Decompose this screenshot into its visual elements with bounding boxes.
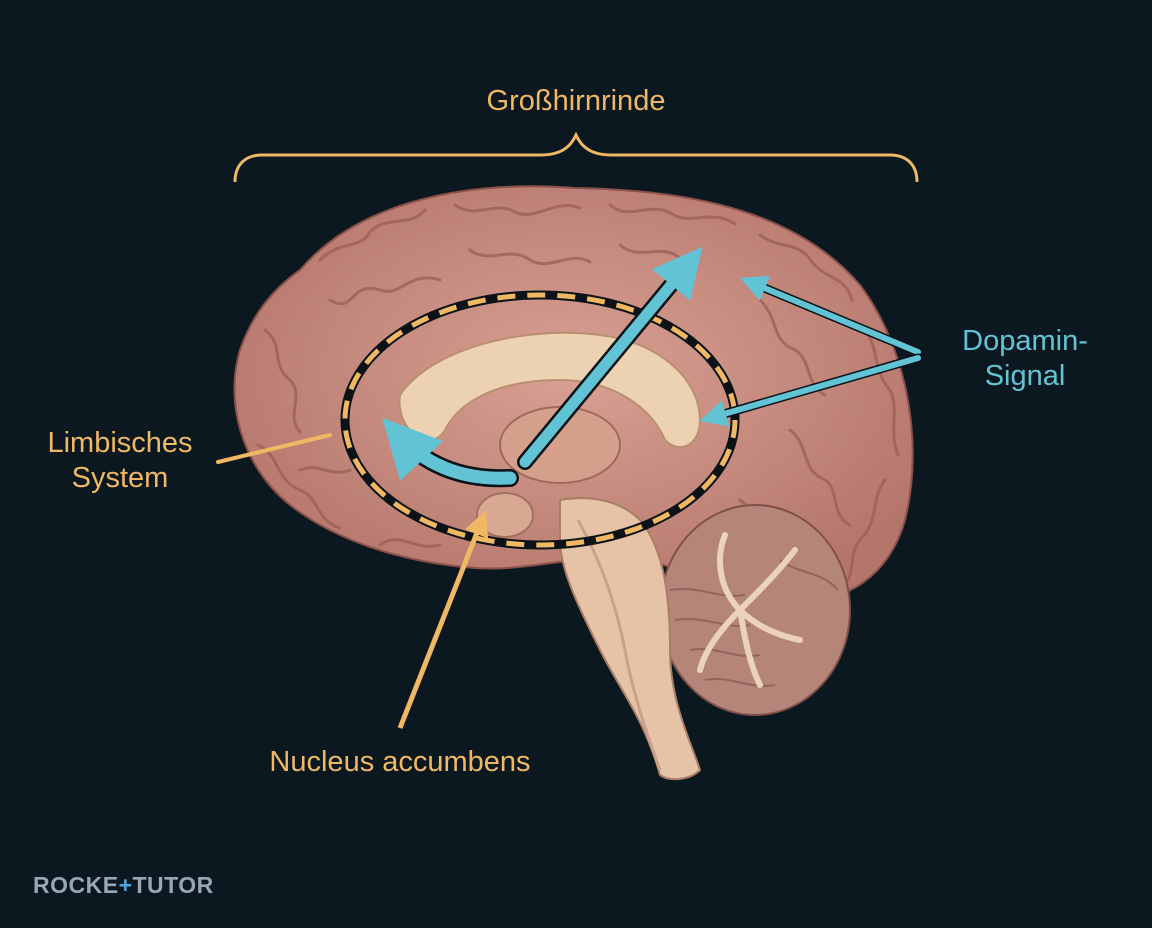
cortex-label: Großhirnrinde — [486, 85, 666, 117]
limbic-system-label: Limbisches System — [0, 426, 240, 496]
brand-logo: ROCKE+TUTOR — [33, 872, 214, 899]
logo-part-2: TUTOR — [132, 872, 214, 898]
corpus-callosum — [398, 331, 702, 449]
limbic-pointer — [216, 433, 332, 464]
nucleus-accumbens-label: Nucleus accumbens — [269, 746, 531, 778]
dopamine-label-line-2: Signal — [984, 360, 1066, 392]
nucleus-accumbens-region — [476, 492, 534, 538]
cortex-bracket — [233, 131, 919, 183]
gyri-folds — [256, 203, 900, 592]
brainstem — [559, 497, 702, 781]
arbor-vitae — [697, 532, 803, 688]
nucleus-arrow — [397, 510, 489, 729]
limbic-label-line-2: System — [71, 462, 169, 494]
cerebellum — [659, 504, 851, 716]
logo-accent: + — [118, 872, 133, 898]
limbic-label-line-1: Limbisches — [47, 427, 193, 459]
dopamine-arrows — [382, 246, 923, 488]
dopamine-label-line-1: Dopamin- — [962, 325, 1088, 357]
dopamine-signal-label: Dopamin- Signal — [915, 324, 1135, 394]
logo-part-1: ROCKE — [33, 872, 119, 898]
